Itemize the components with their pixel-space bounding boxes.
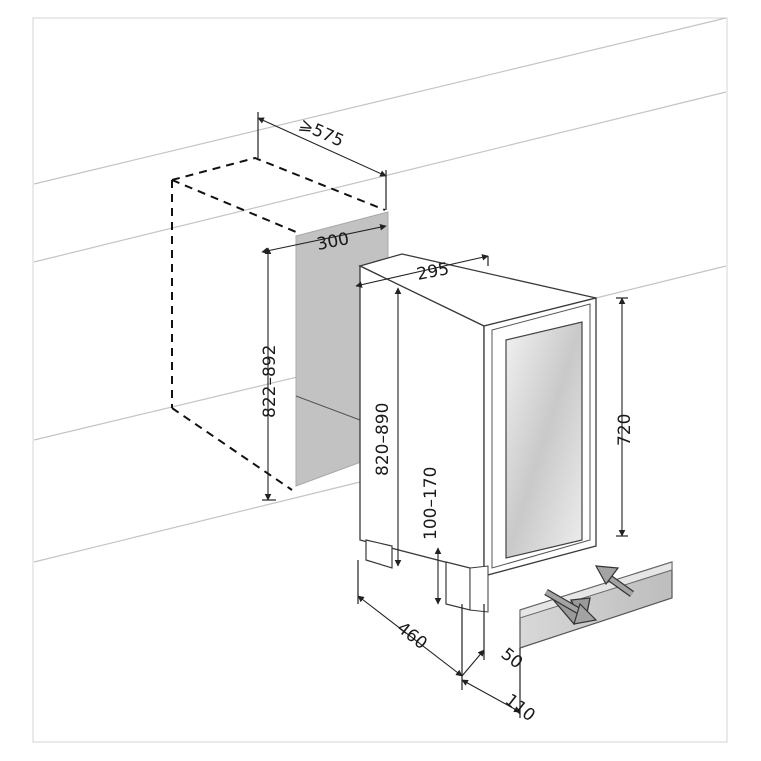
label-door-offset: 50 xyxy=(497,644,526,673)
label-plinth-offset: 110 xyxy=(501,690,539,726)
label-door-height: 720 xyxy=(615,414,635,446)
niche-outline xyxy=(171,156,386,491)
wine-cooler xyxy=(358,253,597,613)
image-frame xyxy=(32,17,728,743)
ventilation-plinth xyxy=(519,561,673,649)
ventilation-arrow-icon xyxy=(544,565,635,626)
label-unit-height: 820–890 xyxy=(373,403,393,476)
label-niche-height: 822–892 xyxy=(260,345,280,418)
glass-door xyxy=(505,321,583,559)
label-depth-min: ⩾575 xyxy=(296,114,347,151)
label-unit-depth: 460 xyxy=(393,618,431,654)
label-foot-height: 100–170 xyxy=(421,467,441,540)
dimension-lines xyxy=(257,112,628,718)
